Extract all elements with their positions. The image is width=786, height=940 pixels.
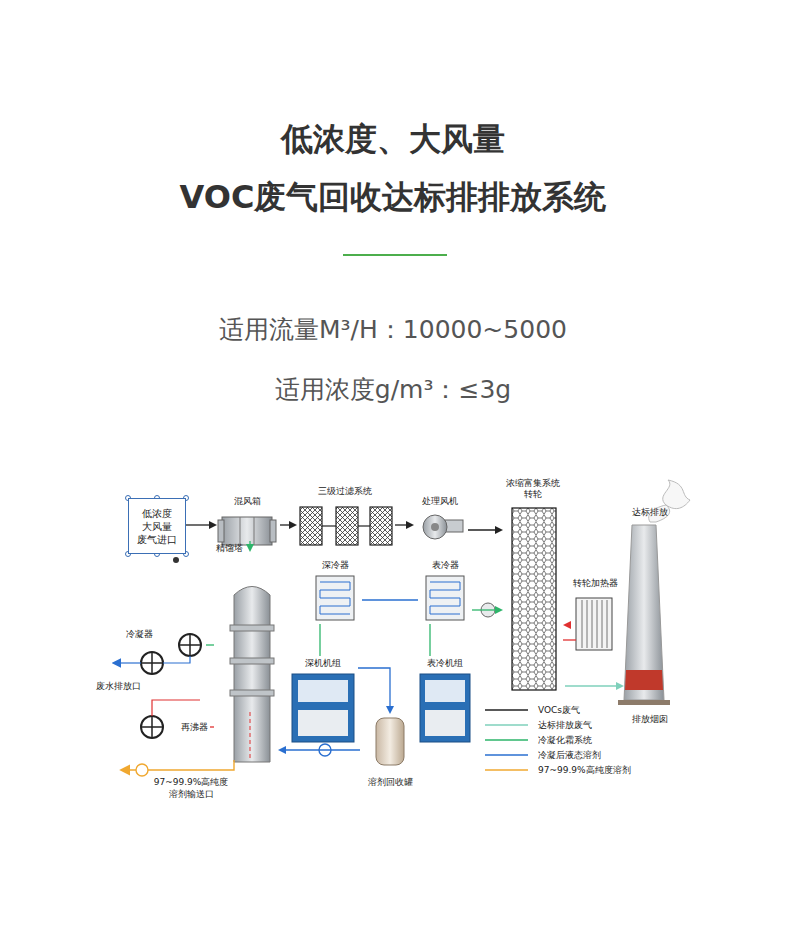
equipment: 再沸器: [138, 710, 210, 744]
condenser: [141, 634, 201, 674]
outlet-label: 废水排放口: [96, 680, 156, 692]
spec-text: 适用浓度g/m³：≤3g: [0, 376, 786, 404]
equipment-label: 精馏塔: [216, 543, 243, 554]
equipment-label: 达标排放: [632, 507, 668, 518]
equipment-label: 冷凝器: [126, 629, 153, 640]
pipe-connector: [362, 599, 418, 600]
equipment-label: 转轮加热器: [573, 578, 618, 589]
legend-line: [485, 724, 528, 726]
legend-text: VOCs废气: [538, 704, 580, 716]
legend-line: [485, 709, 528, 711]
equipment-label: 再沸器: [181, 722, 208, 733]
equipment: 深机机组: [288, 656, 358, 744]
chimney: [618, 480, 690, 705]
pipe-connector: [565, 685, 622, 686]
equipment-label: 浓缩富集系统 转轮: [504, 478, 562, 500]
pipe-connector: [565, 624, 570, 625]
equipment: 溶剂回收罐: [360, 712, 420, 790]
pipe-connector: [468, 529, 501, 530]
inlet-box: 低浓度 大风量 废气进口: [128, 498, 186, 554]
equipment-label: 混风箱: [234, 496, 261, 507]
rotor-wheel: [512, 508, 556, 690]
pipe-connector: [319, 624, 320, 656]
legend-line: [485, 754, 528, 756]
legend-text: 达标排放废气: [538, 719, 592, 731]
waste-water-arrow: [114, 662, 141, 663]
pipe-connector: [210, 726, 214, 727]
equipment-label: 表冷机组: [427, 658, 463, 669]
legend-text: 冷凝化霜系统: [538, 734, 592, 746]
filter-stages: [300, 507, 392, 545]
title: 低浓度、大风量 VOC废气回收达标排排放系统: [113, 110, 673, 226]
equipment-label: 深机机组: [305, 658, 341, 669]
pipe-connector: [206, 644, 214, 645]
pipe-connector: [280, 524, 295, 525]
equipment-label: 表冷器: [432, 560, 459, 571]
rotor-heater: [563, 598, 612, 650]
pipe-connector: [395, 524, 412, 525]
equipment: 混风箱: [215, 494, 280, 550]
pipe-connector: [280, 749, 360, 750]
equipment: 三级过滤系统: [295, 484, 395, 548]
process-fan: [423, 515, 463, 539]
equipment: 处理风机: [412, 494, 468, 544]
equipment-label: 低浓度 大风量 废气进口: [137, 507, 177, 546]
outlet-pump: [136, 764, 148, 776]
pipe-connector: [186, 524, 215, 525]
equipment: 浓缩富集系统 转轮: [501, 476, 565, 692]
equipment-label: 排放烟囱: [632, 714, 668, 725]
equipment: 转轮加热器: [570, 576, 621, 654]
mixing-box: [218, 517, 276, 545]
heat-exchanger: [316, 576, 464, 620]
legend-line: [485, 739, 528, 741]
legend-line: [485, 769, 528, 771]
pipe-connector: [358, 668, 390, 712]
solvent-tank: [376, 718, 404, 765]
equipment-label: 溶剂回收罐: [368, 777, 413, 788]
equipment-label: 深冷器: [322, 560, 349, 571]
legend-text: 冷凝后液态溶剂: [538, 749, 601, 761]
spec-text: 适用流量M³/H：10000~5000: [0, 316, 786, 344]
pipe-connector: [429, 624, 430, 656]
equipment: 达标排放排放烟囱: [622, 505, 678, 727]
selection-handles: [126, 496, 189, 557]
reboiler: [141, 700, 200, 738]
title-rule: [343, 254, 447, 256]
outlet-label: 97~99.9%高纯度 溶剂输送口: [150, 776, 232, 800]
pipe-connector: [249, 541, 250, 550]
equipment-label: 三级过滤系统: [318, 486, 372, 497]
equipment: 深冷器: [308, 558, 362, 624]
equipment: 表冷器: [418, 558, 472, 624]
legend-text: 97~99.9%高纯度溶剂: [538, 764, 631, 776]
distillation-tower: [230, 587, 274, 763]
equipment: 表冷机组: [416, 656, 474, 744]
equipment-label: 处理风机: [422, 496, 458, 507]
pipe-connector: [472, 609, 501, 610]
equipment: 冷凝器: [124, 627, 206, 679]
fan-symbol: [173, 557, 179, 563]
equipment: 精馏塔: [214, 541, 280, 766]
